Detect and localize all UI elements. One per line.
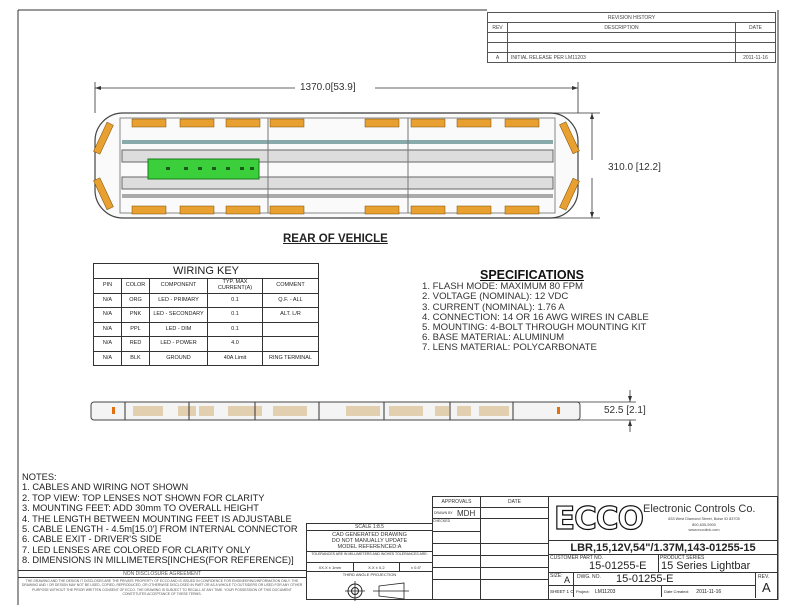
spec-item: 5. MOUNTING: 4-BOLT THROUGH MOUNTING KIT [422, 322, 647, 334]
company-address: 833 West Diamond Street, Boise ID 83705 [668, 517, 740, 521]
revision-history-title: REVISION HISTORY [487, 12, 776, 23]
height-dimension-line [560, 390, 636, 432]
lightbar-side-view [90, 401, 581, 421]
size-label: SIZE: [550, 573, 563, 579]
note-item: 8. DIMENSIONS IN MILLIMETERS[INCHES(FOR … [22, 555, 294, 566]
specifications-title: SPECIFICATIONS [480, 268, 584, 282]
length-dimension: 1370.0[53.9] [300, 82, 356, 93]
nda-block: NON DISCLOSURE AGREEMENT THE DRAWING AND… [18, 570, 307, 600]
spec-item: 6. BASE MATERIAL: ALUMINUM [422, 332, 565, 344]
projection-label: THIRD ANGLE PROJECTION [342, 572, 397, 577]
table-row [487, 32, 776, 43]
note-item: 2. TOP VIEW: TOP LENSES NOT SHOWN FOR CL… [22, 492, 265, 503]
drawn-by-value: MDH [457, 509, 476, 518]
customer-part-number: 15-01255-E [589, 560, 647, 572]
product-series: 15 Series Lightbar [661, 560, 751, 572]
scale-label: SCALE 1:8.5 [307, 524, 432, 531]
spec-item: 2. VOLTAGE (NOMINAL): 12 VDC [422, 291, 569, 303]
width-dimension-line [340, 112, 600, 219]
page-border [17, 9, 779, 605]
note-item: 7. LED LENSES ARE COLORED FOR CLARITY ON… [22, 544, 251, 555]
dwg-no-label: DWG. NO. [577, 574, 601, 580]
project-value: LM11203 [594, 589, 616, 595]
spec-item: 7. LENS MATERIAL: POLYCARBONATE [422, 342, 597, 354]
date-created-label: Date Created: [664, 589, 689, 594]
wiring-key-title: WIRING KEY [93, 263, 319, 279]
customer-part-label: CUSTOMER PART NO. [550, 555, 603, 561]
approvals-block: APPROVALS DATE DRAWN BY MDH CHECKED [432, 496, 549, 600]
amber-leds [93, 118, 580, 215]
product-series-label: PRODUCT SERIES [660, 555, 705, 561]
company-web: www.eccolink.com [688, 528, 720, 532]
rev-value: A [762, 580, 771, 595]
height-dimension: 52.5 [2.1] [604, 405, 646, 416]
pcb-board [147, 158, 260, 180]
size-value: A [564, 575, 571, 585]
rear-of-vehicle-label: REAR OF VEHICLE [283, 233, 388, 245]
description-header: DESCRIPTION [507, 22, 736, 33]
date-header: DATE [735, 22, 776, 33]
title-block: ECCO Electronic Controls Co. 833 West Di… [548, 496, 778, 600]
spec-item: 1. FLASH MODE: MAXIMUM 80 FPM [422, 281, 583, 293]
note-item: 6. CABLE EXIT - DRIVER'S SIDE [22, 534, 162, 545]
tolerance-3: ± 0.5° [410, 565, 422, 570]
ecco-logo: ECCO [553, 501, 644, 537]
nda-text: THE DRAWING AND THE DESIGN IT DISCLOSES … [21, 579, 303, 596]
project-label: Project: [576, 589, 590, 594]
tolerance-1: XX.X ± 1mm [307, 563, 354, 571]
sheet-number: SHEET 1 OF 1 [549, 586, 574, 597]
approvals-header: APPROVALS [433, 497, 481, 507]
notes: NOTES: 1. CABLES AND WIRING NOT SHOWN 2.… [22, 472, 298, 566]
company-phone: 800-635-5900 [692, 522, 716, 527]
note-item: 5. CABLE LENGTH - 4.5m[15.0'] FROM INTER… [22, 524, 298, 535]
drawn-by-label: DRAWN BY [434, 511, 453, 515]
width-dimension: 310.0 [12.2] [608, 162, 661, 173]
tolerance-note: TOLERANCES ARE IN MILLIMETERS AND INCHES… [307, 552, 432, 563]
lightbar-top-view [93, 112, 580, 219]
checked-label: CHECKED [433, 519, 481, 532]
third-angle-projection-icon [345, 581, 409, 601]
length-dimension-line [94, 82, 579, 113]
approvals-date-header: DATE [508, 499, 521, 505]
note-item: 4. THE LENGTH BETWEEN MOUNTING FEET IS A… [22, 513, 292, 524]
note-item: 3. MOUNTING FEET: ADD 30mm TO OVERALL HE… [22, 503, 259, 514]
date-created-value: 2011-11-16 [696, 589, 722, 595]
rev-header: REV [487, 22, 508, 33]
spec-item: 4. CONNECTION: 14 OR 16 AWG WIRES IN CAB… [422, 311, 649, 323]
rev-value: A [487, 52, 508, 63]
rev-date: 2011-11-16 [735, 52, 776, 63]
part-description: LBR,15,12V,54"/1.37M,143-01255-15 [549, 541, 777, 555]
notes-title: NOTES: [22, 472, 57, 482]
tolerance-2: X.X ± 0.2 [354, 563, 401, 571]
rev-description: INITIAL RELEASE PER LM11203 [507, 52, 736, 63]
rev-label: REV. [758, 574, 770, 580]
drawing-number: 15-01255-E [616, 573, 674, 585]
spec-item: 3. CURRENT (NOMINAL): 1.76 A [422, 301, 565, 313]
nda-title: NON DISCLOSURE AGREEMENT [18, 571, 306, 578]
company-name: Electronic Controls Co. [643, 503, 756, 515]
specifications: SPECIFICATIONS 1. FLASH MODE: MAXIMUM 80… [422, 268, 649, 354]
table-row [487, 42, 776, 53]
note-item: 1. CABLES AND WIRING NOT SHOWN [22, 482, 189, 493]
